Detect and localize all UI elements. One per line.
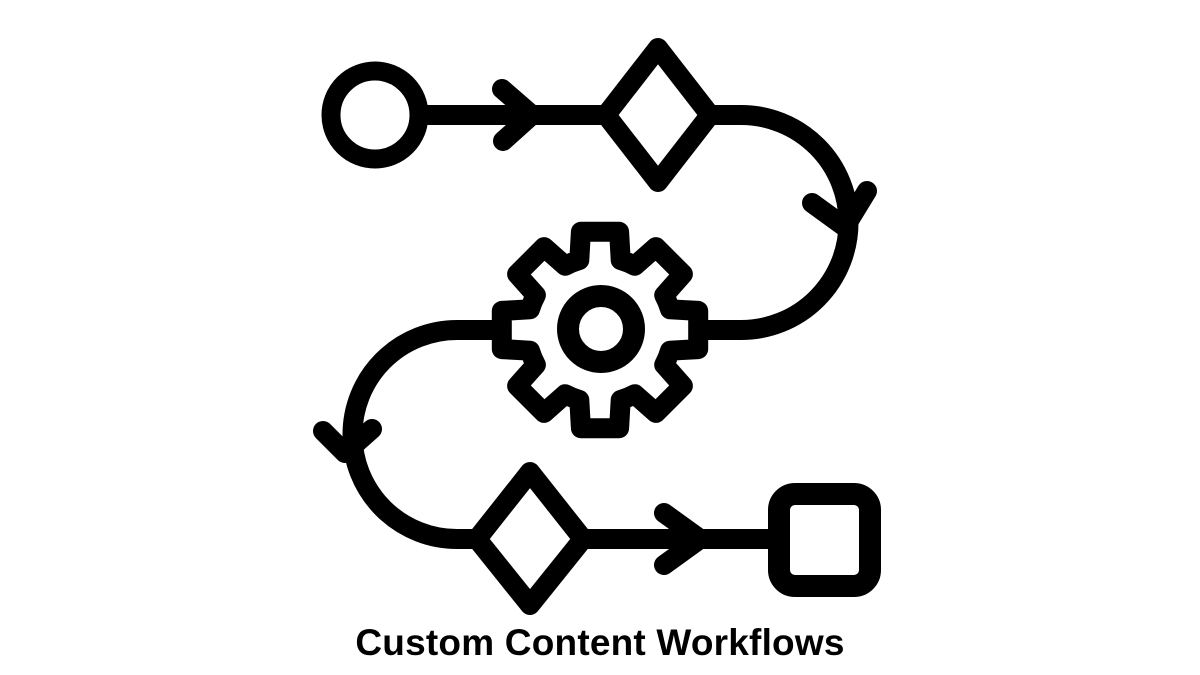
end-node-square (768, 483, 881, 597)
gear-hub-hole (557, 285, 645, 373)
decision-node-diamond-top (596, 38, 720, 192)
arrowhead-right-icon (492, 79, 542, 151)
decision-node-diamond-bottom (467, 462, 593, 615)
arrowhead-down-left-arc-icon (313, 419, 382, 463)
start-node-circle (321, 61, 429, 169)
gear-icon (491, 221, 709, 439)
arrowhead-down-right-arc-icon (802, 181, 877, 237)
caption-title: Custom Content Workflows (355, 622, 845, 663)
arrowhead-right-bottom-icon (654, 503, 710, 575)
